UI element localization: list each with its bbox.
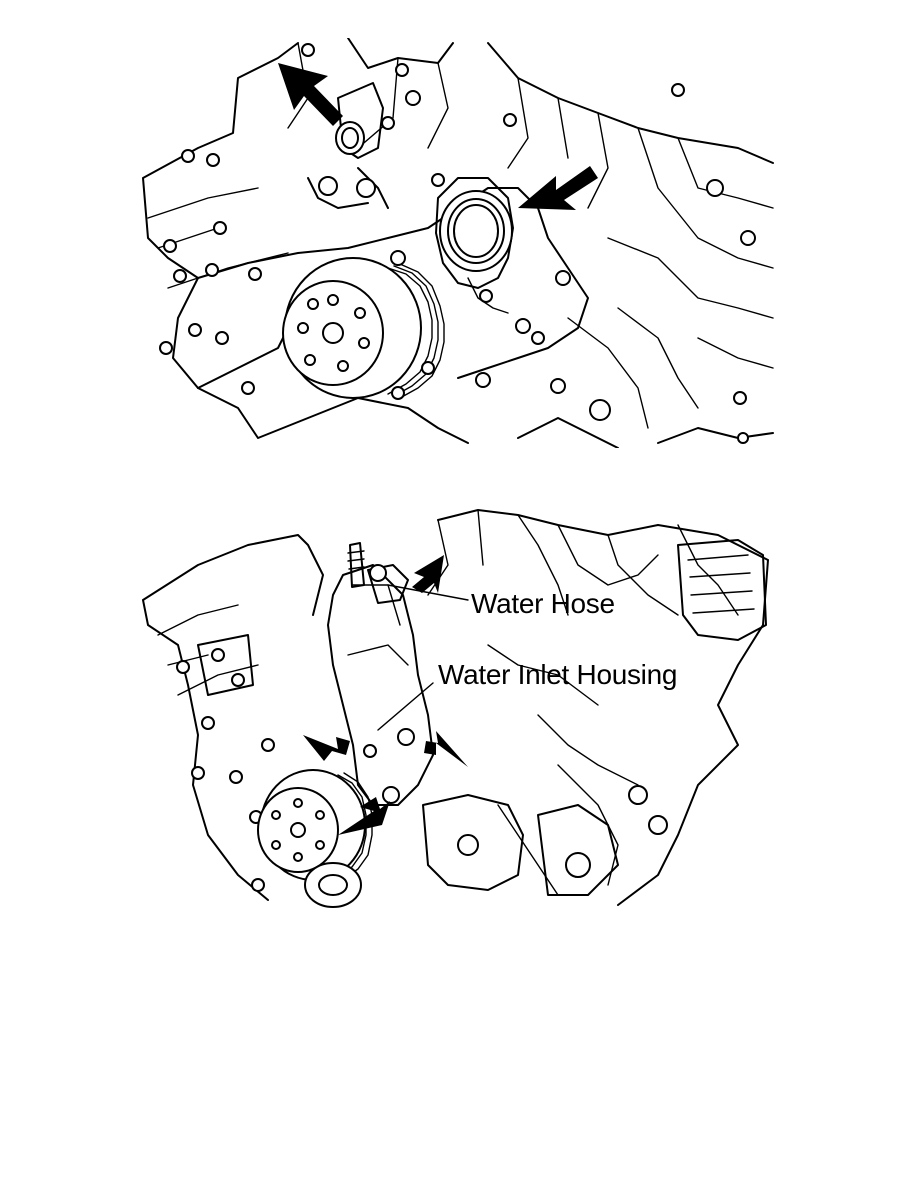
water-inlet-housing-label: Water Inlet Housing <box>438 659 678 690</box>
engine-front-diagram-top <box>142 38 774 448</box>
bypass-pipe-fitting <box>307 82 389 209</box>
water-pump-pulley <box>257 769 373 908</box>
arrow-icon <box>412 555 444 593</box>
engine-front-diagram-bottom <box>142 509 769 908</box>
water-hose-label: Water Hose <box>471 588 615 619</box>
arrow-icon <box>424 731 468 767</box>
arrow-icon <box>518 166 598 210</box>
water-pump-pulley <box>282 257 445 399</box>
water-inlet-housing-leader <box>377 682 434 731</box>
arrow-icon <box>338 797 390 835</box>
arrow-icon <box>303 735 350 761</box>
arrow-icon <box>278 63 343 126</box>
water-hose <box>347 542 469 604</box>
water-inlet-opening <box>435 177 514 314</box>
water-inlet-housing <box>327 564 434 806</box>
bolts <box>159 43 756 444</box>
